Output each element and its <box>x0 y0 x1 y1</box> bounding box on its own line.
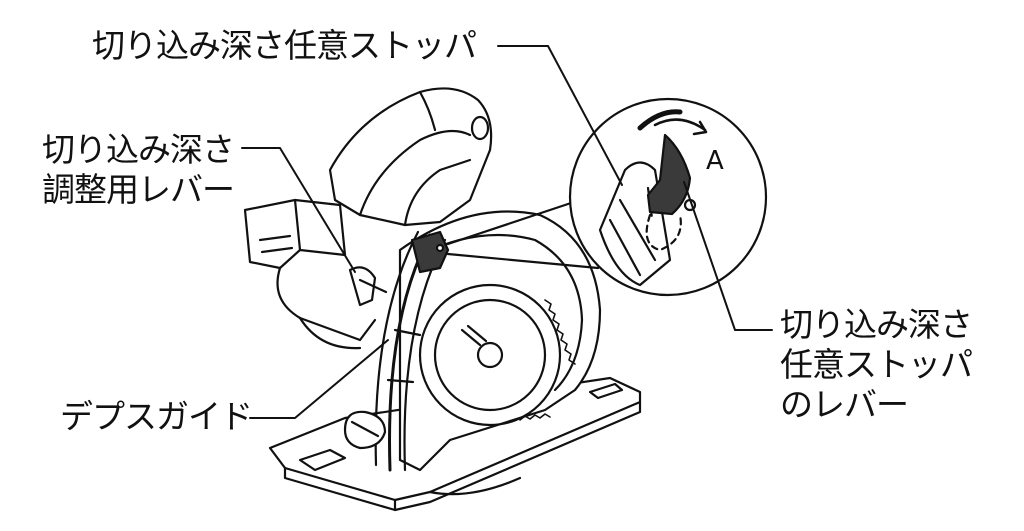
stopper-lever-line1: 切り込み深さ <box>780 305 973 344</box>
stopper-lever-line3: のレバー <box>780 385 909 424</box>
depth-adjust-lever <box>348 266 388 307</box>
saw-blade-guard <box>398 210 602 472</box>
magnifier-connector <box>446 198 600 270</box>
depth-stopper-block <box>410 230 450 274</box>
direction-marker-a: A <box>706 146 724 176</box>
saw-handle <box>328 87 493 227</box>
stopper-lever-label: 切り込み深さ 任意ストッパ のレバー <box>780 305 973 425</box>
depth-adjust-lever-line1: 切り込み深さ <box>42 130 235 169</box>
saw-motor-housing <box>243 198 377 350</box>
magnified-detail <box>568 97 768 297</box>
direction-marker-text: A <box>706 146 724 176</box>
stopper-lever-line2: 任意ストッパ <box>780 345 973 384</box>
saw-front-knob <box>343 410 387 450</box>
saw-blade-teeth <box>519 299 576 421</box>
depth-adjust-lever-label: 切り込み深さ 調整用レバー <box>42 130 235 210</box>
depth-guide-text: デプスガイド <box>60 397 253 436</box>
depth-stopper-label: 切り込み深さ任意ストッパ <box>92 26 477 66</box>
depth-guide-label: デプスガイド <box>60 397 253 437</box>
depth-stopper-text: 切り込み深さ任意ストッパ <box>92 26 477 65</box>
leader-lines <box>241 45 773 419</box>
depth-adjust-lever-line2: 調整用レバー <box>42 170 235 209</box>
